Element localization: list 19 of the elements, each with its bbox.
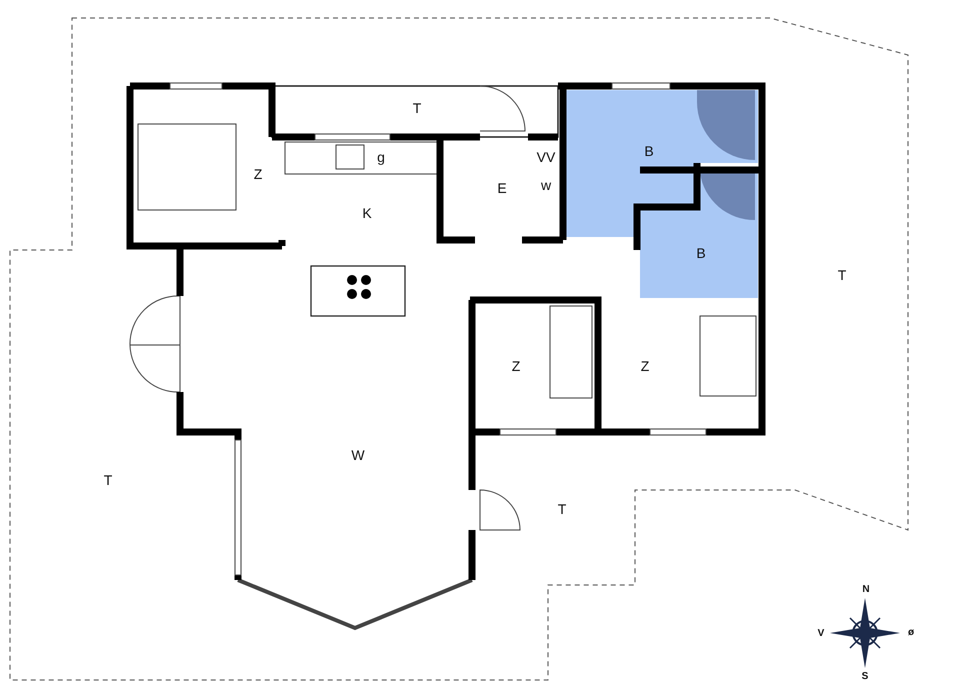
room-label: Z xyxy=(640,359,650,373)
compass-direction-label: N xyxy=(862,585,870,595)
room-label: E xyxy=(497,181,507,195)
room-label: B xyxy=(644,144,654,158)
room-label: w xyxy=(540,178,552,192)
room-label: K xyxy=(362,206,372,220)
room-label: W xyxy=(351,448,365,462)
compass-direction-label: V xyxy=(818,629,824,639)
room-label: T xyxy=(104,473,112,487)
room-label: VV xyxy=(536,150,556,164)
room-label: B xyxy=(696,246,706,260)
room-label: T xyxy=(558,502,566,516)
room-label: T xyxy=(412,101,422,115)
room-label: g xyxy=(377,150,385,164)
room-label: Z xyxy=(254,167,262,181)
compass-direction-label: ø xyxy=(908,628,914,638)
compass-direction-label: S xyxy=(862,672,868,682)
room-label: T xyxy=(838,268,846,282)
room-label: Z xyxy=(512,359,520,373)
